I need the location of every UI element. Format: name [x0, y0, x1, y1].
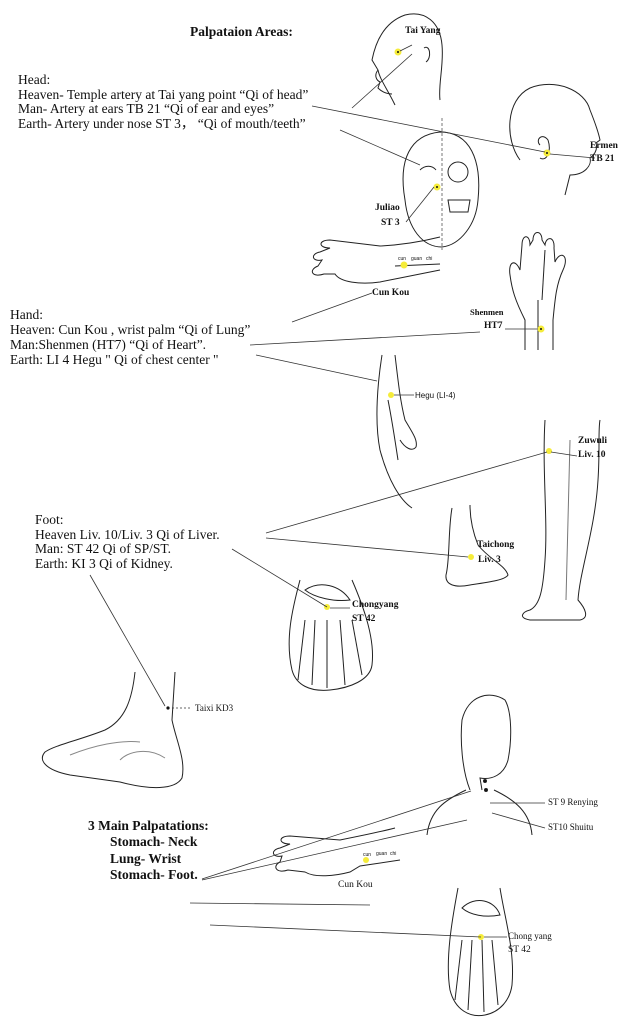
- face-front-juliao-illustration: [402, 118, 480, 250]
- foot-heading: Foot:: [35, 512, 64, 527]
- neck-man-illustration: [426, 694, 533, 836]
- label-chi-2: chi: [390, 851, 397, 857]
- label-taixi: Taixi KD3: [195, 703, 234, 713]
- label-hegu: Hegu (LI-4): [415, 391, 456, 400]
- label-guan-2: guan: [376, 851, 388, 857]
- foot-earth-line: Earth: KI 3 Qi of Kidney.: [35, 556, 173, 571]
- label-st42: ST 42: [352, 614, 376, 624]
- page-title: Palpataion Areas:: [190, 24, 293, 39]
- foot-top-taichong-illustration: [445, 504, 509, 587]
- acupoint-markers: [324, 48, 552, 940]
- label-cun-kou-2: Cun Kou: [338, 880, 373, 890]
- foot-skeleton-chongyang-illustration: [288, 579, 374, 691]
- main-wrist-line: Lung- Wrist: [110, 851, 182, 866]
- label-chongyang-2: Chong yang: [508, 931, 552, 941]
- label-cun-kou: Cun Kou: [372, 288, 410, 298]
- label-liv3: Liv. 3: [478, 555, 501, 565]
- label-st9: ST 9 Renying: [548, 797, 598, 807]
- label-st42-2: ST 42: [508, 945, 531, 955]
- head-profile-illustration: [371, 13, 443, 106]
- label-st3: ST 3: [381, 218, 400, 228]
- label-cun: cun: [398, 256, 407, 262]
- head-man-line: Man- Artery at ears TB 21 “Qi of ear and…: [18, 101, 275, 116]
- head-heaven-line: Heaven- Temple artery at Tai yang point …: [18, 87, 309, 102]
- label-chongyang: Chongyang: [352, 600, 399, 610]
- main-heading: 3 Main Palpatations:: [88, 818, 209, 833]
- label-taichong: Taichong: [477, 540, 515, 550]
- label-juliao: Juliao: [375, 203, 400, 213]
- hand-heaven-line: Heaven: Cun Kou , wrist palm “Qi of Lung…: [10, 322, 251, 337]
- head-side-ermen-illustration: [509, 83, 601, 196]
- leader-lines: [89, 44, 596, 938]
- label-st10: ST10 Shuitu: [548, 822, 594, 832]
- label-guan: guan: [411, 256, 423, 262]
- label-tb21: TB 21: [590, 154, 615, 164]
- hand-earth-line: Earth: LI 4 Hegu " Qi of chest center ": [10, 352, 219, 367]
- foot-man-line: Man: ST 42 Qi of SP/ST.: [35, 541, 172, 556]
- label-ermen: Ermen: [590, 141, 618, 151]
- hand-heading: Hand:: [10, 307, 43, 322]
- foot-side-taixi-illustration: [41, 671, 184, 789]
- hand-skeleton-shenmen-illustration: [509, 232, 566, 350]
- wrist-cunkou-2-illustration: [273, 827, 401, 877]
- main-neck-line: Stomach- Neck: [110, 834, 198, 849]
- main-foot-line: Stomach- Foot.: [110, 867, 198, 882]
- label-liv10: Liv. 10: [578, 450, 606, 460]
- foot-heaven-line: Heaven Liv. 10/Liv. 3 Qi of Liver.: [35, 527, 220, 542]
- label-ht7: HT7: [484, 321, 503, 331]
- foot-skeleton-chongyang-2-illustration: [447, 887, 514, 1017]
- hand-man-line: Man:Shenmen (HT7) “Qi of Heart”.: [10, 337, 207, 352]
- label-zuwuli: Zuwuli: [578, 436, 608, 446]
- leg-illustration: [522, 419, 601, 621]
- hand-side-hegu-illustration: [376, 354, 417, 509]
- label-chi: chi: [426, 256, 433, 262]
- label-tai-yang: Tai Yang: [405, 26, 441, 36]
- label-cun-2: cun: [363, 852, 372, 858]
- label-shenmen: Shenmen: [470, 307, 504, 317]
- head-heading: Head:: [18, 72, 51, 87]
- head-earth-line: Earth- Artery under nose ST 3， “Qi of mo…: [18, 116, 306, 131]
